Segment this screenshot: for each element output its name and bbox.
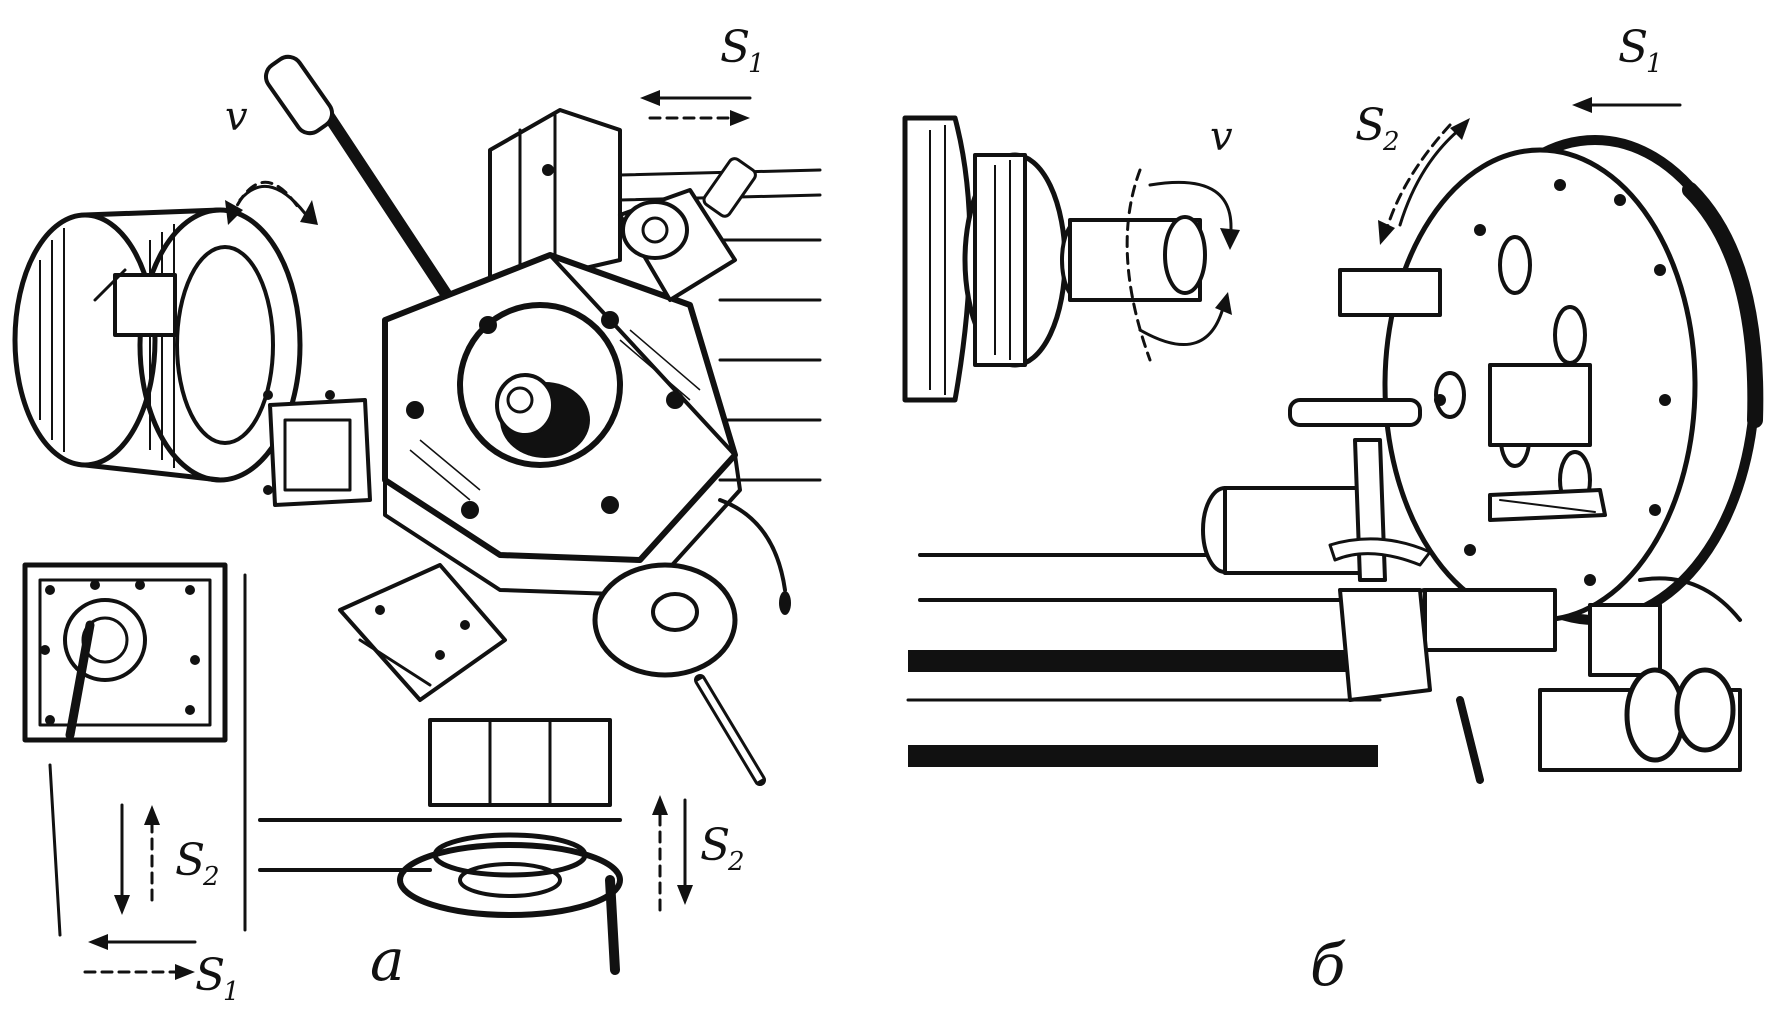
- label-v-a: v: [225, 94, 248, 140]
- turret-lever: [263, 54, 456, 306]
- label-s1-bottom-a: S: [195, 950, 225, 1001]
- panel-a: v S 1 S 2 S 2 S 1 а: [12, 22, 822, 1007]
- chuck-drum: [12, 207, 303, 483]
- coolant-pipe: [718, 498, 787, 592]
- caption-b: б: [1310, 931, 1346, 999]
- tool-holder-upper-right: [618, 157, 757, 302]
- label-s2-right-a-sub: 2: [727, 847, 745, 877]
- caption-a: а: [370, 926, 405, 994]
- s1-feed-arrow-b: [1572, 97, 1682, 113]
- label-s1-b: S: [1618, 22, 1648, 73]
- label-s2-b-sub: 2: [1382, 127, 1400, 157]
- panel-b: v S 1 S 2 б: [902, 22, 1764, 999]
- label-s2-right-a: S: [700, 820, 730, 871]
- handwheel: [397, 832, 623, 975]
- label-s1-top-a-sub: 1: [748, 49, 765, 79]
- label-s2-left-a-sub: 2: [202, 862, 220, 892]
- s2-feed-arrows-right: [652, 795, 693, 912]
- tool-holder-left: [263, 390, 372, 507]
- label-s2-left-a: S: [175, 835, 205, 886]
- s1-feed-arrows-bottom: [83, 934, 197, 980]
- spindle-housing: [902, 115, 1207, 403]
- s2-feed-arrows-left: [114, 803, 160, 915]
- hexagonal-turret: [382, 252, 742, 597]
- label-s1-b-sub: 1: [1646, 49, 1663, 79]
- cross-slide-apron: [22, 562, 247, 937]
- label-s2-b: S: [1355, 100, 1385, 151]
- turret-slide-base: [1538, 576, 1742, 772]
- turret-tools: [1288, 268, 1607, 522]
- coolant-drip: [779, 591, 791, 615]
- label-s1-bottom-a-sub: 1: [223, 977, 240, 1007]
- rear-tool-block: [488, 108, 622, 292]
- lathe-bed-rails: [906, 553, 1442, 767]
- tool-holder-lower-right: [592, 562, 766, 786]
- label-s1-top-a: S: [720, 22, 750, 73]
- s1-feed-arrows-top: [640, 90, 752, 126]
- tool-holder-lower-left: [338, 563, 507, 702]
- cross-slide-b: [1201, 438, 1557, 784]
- machine-bed: [258, 168, 822, 872]
- s2-feed-arrows-b: [1378, 118, 1470, 245]
- label-v-b: v: [1210, 114, 1233, 160]
- rotation-arrows-v: [225, 181, 318, 225]
- rotation-arrows-v-b: [1125, 168, 1240, 362]
